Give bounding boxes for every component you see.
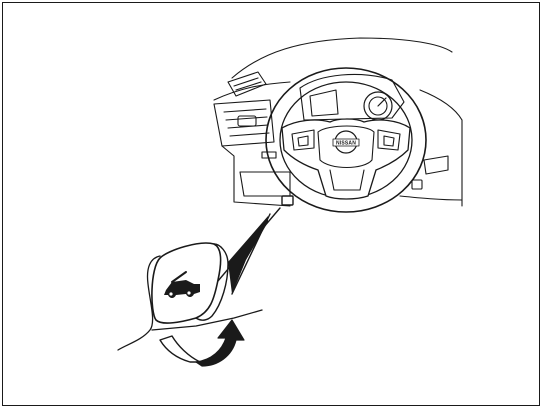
instrument-cluster: [300, 74, 404, 120]
curved-arrow-up-icon: [160, 320, 244, 366]
hood-release-location: [282, 196, 293, 205]
leader-line: [212, 208, 280, 294]
side-air-vent: [214, 100, 274, 146]
upper-air-vent: [228, 72, 266, 96]
steering-wheel: NISSAN: [266, 68, 426, 212]
logo-text: NISSAN: [336, 141, 356, 147]
